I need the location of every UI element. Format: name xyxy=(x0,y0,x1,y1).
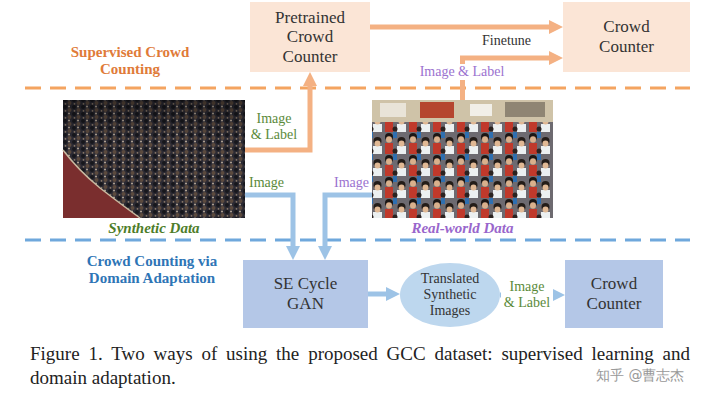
section-title: Supervised Crowd Counting xyxy=(65,44,195,79)
edge-label: Image & Label xyxy=(501,279,553,311)
synthetic-crowd-image xyxy=(63,100,245,218)
node-label: Crowd Counter xyxy=(574,274,654,313)
image-caption: Synthetic Data xyxy=(63,220,245,237)
section-divider xyxy=(25,239,690,242)
node-label: Translated Synthetic Images xyxy=(412,271,488,319)
data-ellipse: Translated Synthetic Images xyxy=(400,263,500,327)
real-world-crowd-image xyxy=(372,100,553,218)
arrow-connector xyxy=(245,82,310,150)
arrow-connector xyxy=(368,292,390,297)
edge-label: Image & Label xyxy=(250,111,298,143)
process-box: SE Cycle GAN xyxy=(243,260,368,328)
process-box: Crowd Counter xyxy=(563,2,690,72)
edge-label: Image xyxy=(334,175,369,191)
process-box: Crowd Counter xyxy=(565,260,663,328)
section-title: Crowd Counting via Domain Adaptation xyxy=(72,253,232,288)
node-label: SE Cycle GAN xyxy=(266,274,346,313)
watermark: 知乎 @曹志杰 xyxy=(596,367,684,383)
edge-label: Image & Label xyxy=(418,64,507,80)
ellipse-shape xyxy=(400,263,500,327)
edge-note: Finetune xyxy=(482,33,531,49)
image-panel: Synthetic Data xyxy=(63,100,245,218)
process-box: Pretrained Crowd Counter xyxy=(250,2,370,72)
node-label: Pretrained Crowd Counter xyxy=(265,8,355,67)
edge-label: Image xyxy=(249,175,284,191)
arrow-connector xyxy=(370,25,553,30)
node-label: Crowd Counter xyxy=(587,17,667,56)
figure-caption: Figure 1. Two ways of using the proposed… xyxy=(30,342,690,390)
arrow-connector xyxy=(325,195,372,250)
image-caption: Real-world Data xyxy=(372,220,553,237)
image-panel: Real-world Data xyxy=(372,100,553,218)
arrow-connector xyxy=(245,195,293,250)
section-divider xyxy=(25,87,690,90)
